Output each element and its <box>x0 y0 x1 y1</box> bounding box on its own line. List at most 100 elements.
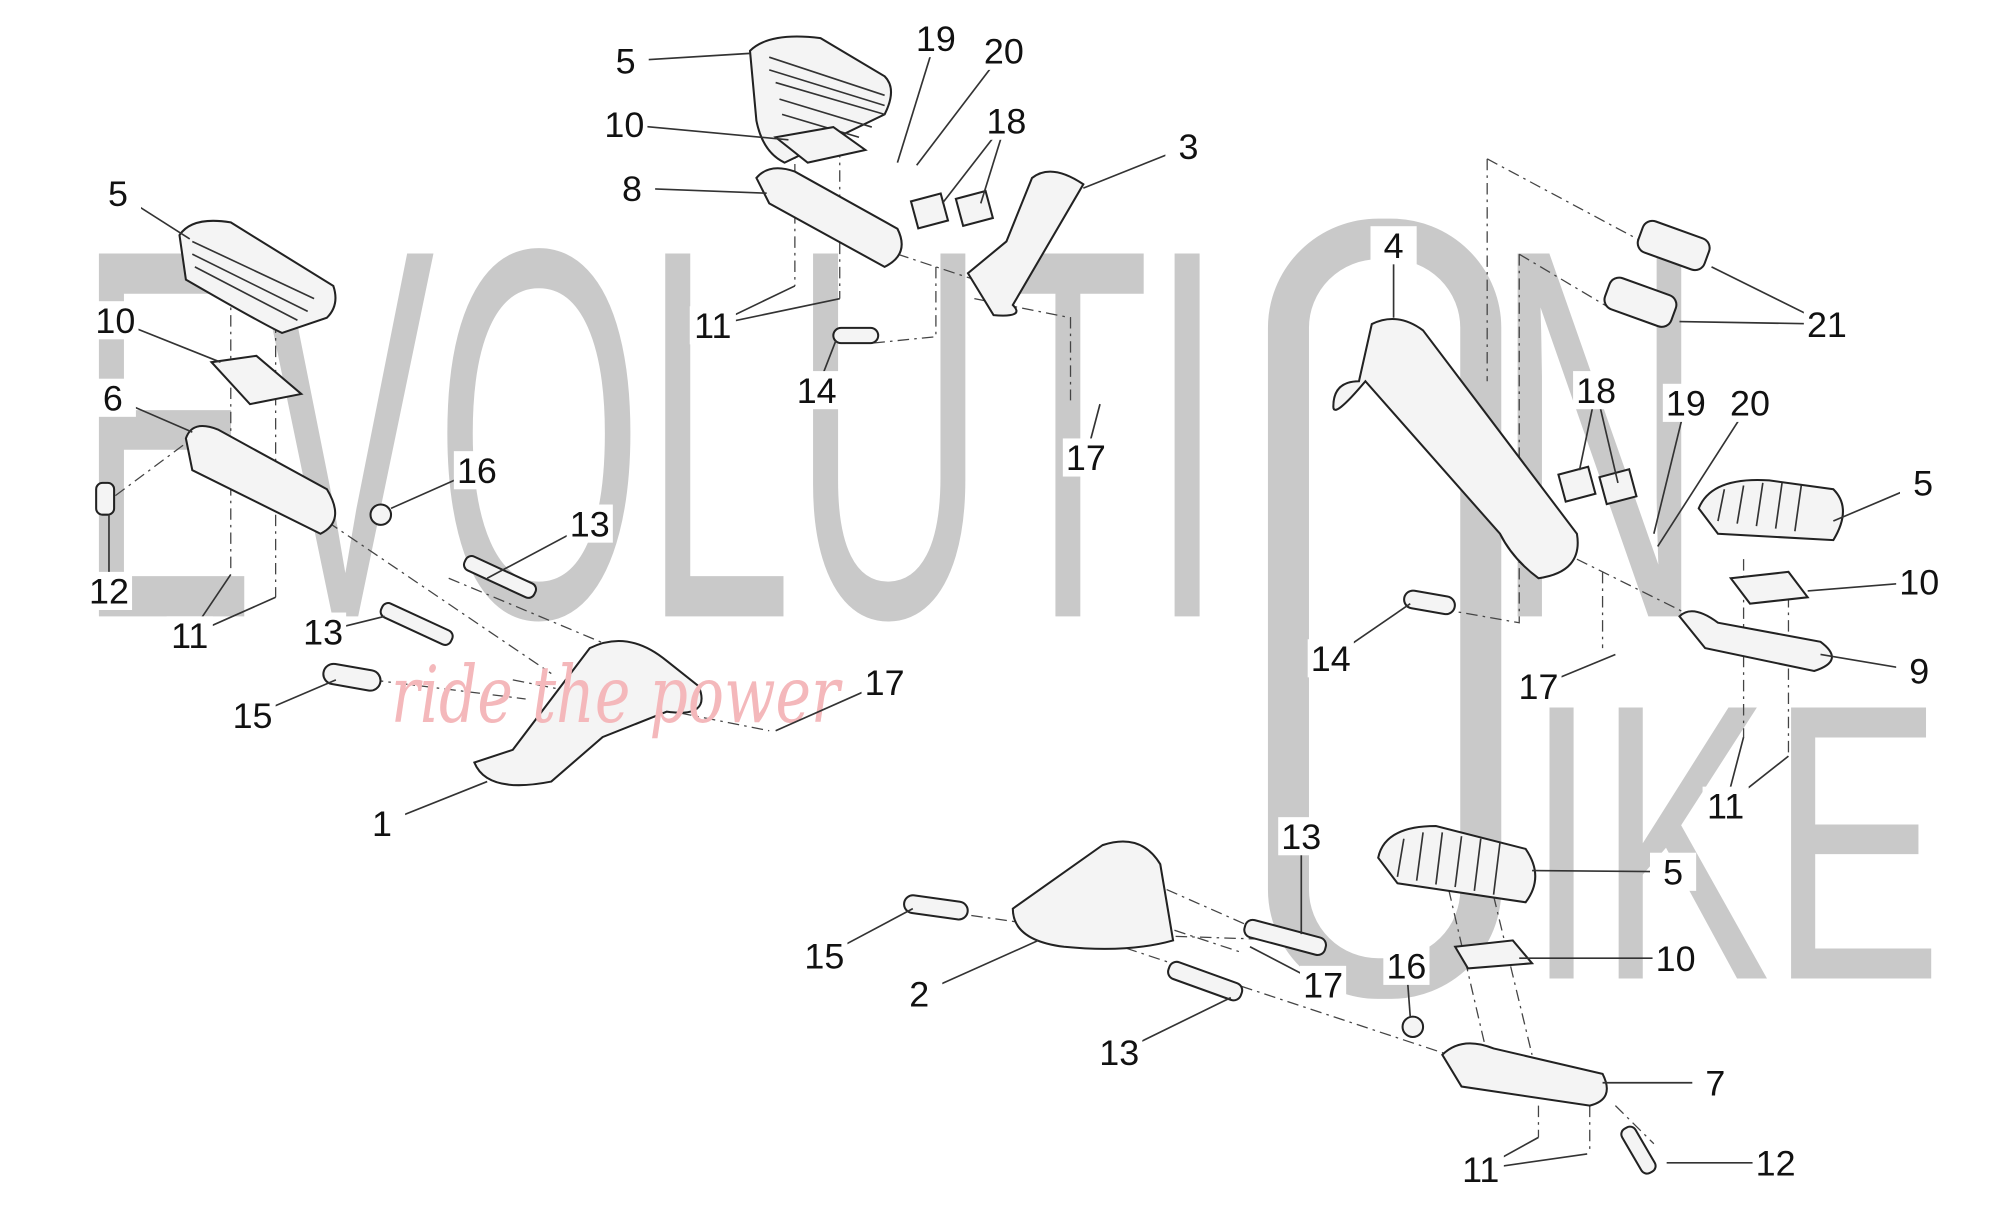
callout-bg <box>1650 852 1697 891</box>
spring-16-left <box>369 503 393 526</box>
pad-18b <box>954 189 995 228</box>
callout-bg <box>602 41 649 81</box>
callout-bg <box>801 936 848 975</box>
callout-label: 9 <box>1909 652 1929 692</box>
callout-bg <box>1457 1150 1504 1189</box>
leader-line <box>1532 869 1674 873</box>
callout-label: 10 <box>95 301 135 341</box>
callout-label: 2 <box>909 975 929 1015</box>
callout-label: 5 <box>108 174 128 214</box>
callout-bg <box>1752 1143 1799 1182</box>
callout-bg <box>689 306 736 345</box>
callout-label: 13 <box>1099 1033 1139 1073</box>
callout-label: 15 <box>233 696 273 736</box>
callout-label: 10 <box>604 105 644 145</box>
callout-label: 18 <box>1576 371 1616 411</box>
callout-label: 11 <box>1707 787 1744 827</box>
parts <box>95 35 1844 1175</box>
leader-line <box>916 50 1005 166</box>
footpeg-rubber-top <box>748 35 893 164</box>
callout-bg <box>1652 939 1699 978</box>
callout-label: 12 <box>89 572 129 612</box>
callout-label: 17 <box>1066 438 1106 478</box>
footpeg-rubber-right <box>1697 478 1844 542</box>
callout-bg <box>861 663 908 702</box>
callout-label: 20 <box>984 32 1024 72</box>
callout-bg <box>566 504 613 543</box>
callout-bg <box>1307 639 1354 678</box>
callout-bg <box>92 301 139 340</box>
bolt-21b <box>1603 276 1678 328</box>
bracket-1 <box>473 639 703 787</box>
callout-label: 16 <box>1386 947 1426 987</box>
leader-line <box>896 37 937 163</box>
callout-label: 7 <box>1705 1064 1725 1104</box>
callout-bg <box>1165 127 1212 166</box>
pin-15-bottom <box>903 894 969 921</box>
spring-16-bottom <box>1401 1015 1425 1039</box>
callout-bg <box>896 974 943 1013</box>
callout-label: 11 <box>1462 1150 1499 1190</box>
callout-bg <box>1370 226 1417 265</box>
callout-label: 13 <box>1281 817 1321 857</box>
leader-line <box>624 123 789 141</box>
callout-bg <box>166 616 213 655</box>
callout-bg <box>793 371 840 410</box>
callout-label: 17 <box>1518 667 1558 707</box>
callout-label: 10 <box>1656 939 1696 979</box>
callout-bg <box>94 174 142 213</box>
callout-bg <box>300 612 347 651</box>
watermark-ike: IKE <box>1526 622 1943 1062</box>
callout-label: 10 <box>1899 563 1939 603</box>
callout-label: 6 <box>103 379 123 419</box>
callout-bg <box>1300 965 1347 1004</box>
plate-right <box>1728 570 1810 605</box>
leader-line <box>1653 402 1687 534</box>
callout-label: 1 <box>372 804 392 844</box>
plate-left <box>209 354 304 406</box>
callout-bg <box>1515 667 1562 706</box>
callout-label: 15 <box>804 937 844 977</box>
callout-bg <box>912 19 959 58</box>
callout-label: 8 <box>622 169 642 209</box>
footrest-6 <box>184 425 337 535</box>
callout-bg <box>1383 946 1430 985</box>
callout-bg <box>1896 562 1943 602</box>
callout-bg <box>1896 651 1943 691</box>
callout-bg <box>980 31 1027 70</box>
callout-bg <box>229 696 276 735</box>
callout-label: 14 <box>1311 639 1351 679</box>
lever-3 <box>966 170 1085 317</box>
callout-label: 16 <box>457 451 497 491</box>
footrest-8 <box>755 167 903 269</box>
callout-label: 5 <box>1913 464 1933 504</box>
pad-18c <box>1557 465 1597 503</box>
bolt-13b <box>379 602 454 646</box>
pad-18d <box>1598 468 1638 506</box>
callout-label: 12 <box>1756 1144 1796 1184</box>
footrest-9 <box>1678 610 1833 673</box>
bracket-2 <box>1011 840 1175 950</box>
callout-label: 13 <box>570 504 610 544</box>
leader-line <box>1679 320 1827 325</box>
callout-bg <box>983 101 1030 140</box>
callout-label: 11 <box>694 306 731 346</box>
footpeg-rubber-bottom <box>1377 825 1537 904</box>
pin-14-right <box>1403 589 1456 616</box>
callout-bg <box>1662 383 1709 422</box>
callout-label: 17 <box>1303 966 1343 1006</box>
plate-bottom <box>1453 939 1535 970</box>
callout-label: 21 <box>1807 305 1847 345</box>
callout-label: 17 <box>865 663 905 703</box>
callout-bg <box>1900 463 1947 502</box>
callout-bg <box>1573 371 1620 410</box>
pin-15-left <box>322 662 382 692</box>
plate-top <box>773 126 868 164</box>
callout-bg <box>601 105 648 144</box>
callout-bg <box>1062 438 1109 477</box>
callout-bg <box>1692 1063 1739 1102</box>
brake-pedal-4 <box>1332 317 1579 580</box>
